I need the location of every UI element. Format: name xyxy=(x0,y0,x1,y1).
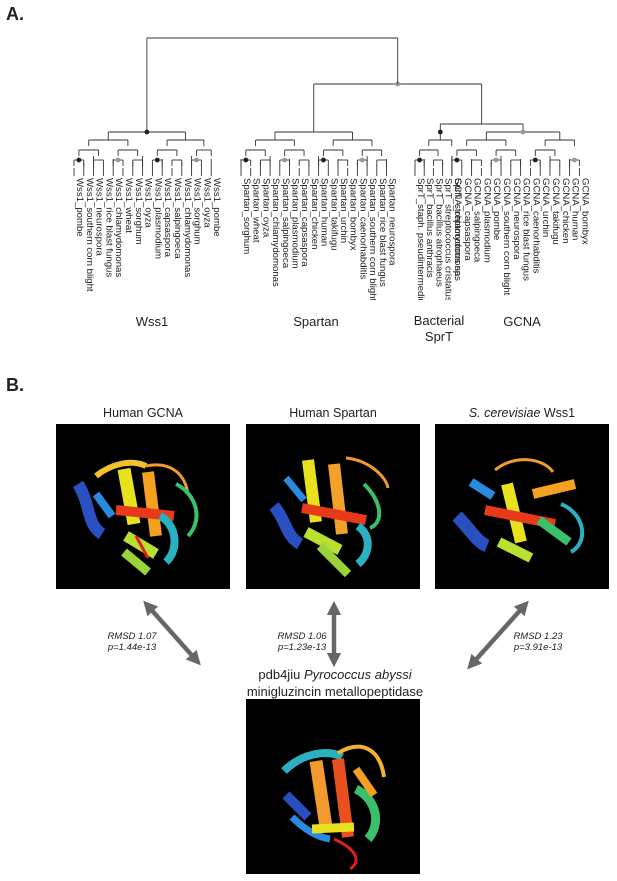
leaf-label-wss1-rice-blast-fungus: Wss1_rice blast fungus xyxy=(103,178,114,277)
leaf-label-sprt-staph-pseudintermedius: SprT_staph. pseudintermedius xyxy=(415,178,426,300)
node-marker-gcna-8 xyxy=(532,157,538,163)
leaf-label-gcna-bombyx: GCNA_bombyx xyxy=(579,178,590,245)
leaf-label-gcna-human: GCNA_human xyxy=(570,178,581,240)
leaf-label-sprt-bacillus-atrophaeus: SprT_bacillus atrophaeus xyxy=(433,178,444,287)
leaf-label-gcna-caenorhabditis: GCNA_caenorhabditis xyxy=(530,178,541,274)
leaf-label-wss1-chlamydomonas: Wss1_chlamydomonas xyxy=(182,178,193,277)
reference-species: Pyrococcus abyssi xyxy=(303,667,412,682)
structure-title-wss1: S. cerevisiae Wss1 xyxy=(435,406,609,420)
leaf-label-wss1-wheat: Wss1_wheat xyxy=(123,178,134,233)
leaf-label-gcna-southern-corn-blight: GCNA_southern corn blight xyxy=(501,178,512,296)
leaf-label-gcna-pombe: GCNA_pombe xyxy=(491,178,502,240)
structure-image-wss1 xyxy=(435,424,609,589)
node-marker-spartan-12 xyxy=(359,157,365,163)
panel-b-label: B. xyxy=(6,375,24,395)
leaf-label-spartan-capsaspora: Spartan_capsaspora xyxy=(299,178,310,267)
structure-title-wss1-species: S. cerevisiae xyxy=(468,406,541,420)
node-marker-sprt-root xyxy=(437,129,443,135)
leaf-label-spartan-wheat: Spartan_wheat xyxy=(251,178,262,243)
reference-pdb-id: pdb4jiu xyxy=(258,667,304,682)
node-marker-wss1-4 xyxy=(115,157,121,163)
leaf-label-wss1-salpingoeca: Wss1_salpingoeca xyxy=(172,178,183,259)
node-marker-wss1-8 xyxy=(154,157,160,163)
leaf-label-sprt-streptococcus-cristatus: SprT_streptococcus cristatus xyxy=(443,178,454,300)
leaf-label-wss1-chlamydomonas: Wss1_chlamydomonas xyxy=(113,178,124,277)
leaf-label-gcna-takifugu: GCNA_takifugu xyxy=(550,178,561,245)
rmsd-wss1-value: RMSD 1.23 xyxy=(513,631,563,642)
leaf-label-spartan-oyza: Spartan_oyza xyxy=(260,178,271,238)
node-marker-gcna-4 xyxy=(493,157,499,163)
leaf-label-wss1-sorghum: Wss1_sorghum xyxy=(133,178,144,245)
leaf-label-spartan-plasmodium: Spartan_plasmodium xyxy=(290,178,301,269)
leaf-label-gcna-rice-blast-fungus: GCNA_rice blast fungus xyxy=(521,178,532,281)
leaf-label-spartan-rice-blast-fungus: Spartan_rice blast fungus xyxy=(377,178,388,287)
node-marker-bacterial-sprt-0 xyxy=(417,157,422,163)
rmsd-spartan-pvalue: p=1.23e-13 xyxy=(277,642,327,653)
leaf-label-gcna-urchin: GCNA_urchin xyxy=(540,178,551,237)
node-marker-gcna-12 xyxy=(572,157,577,163)
leaf-label-spartan-chicken: Spartan_chicken xyxy=(309,178,320,249)
rmsd-wss1-pvalue: p=3.91e-13 xyxy=(513,642,563,653)
structure-image-reference xyxy=(246,699,420,874)
group-label-sprt-line2: SprT xyxy=(424,329,454,344)
leaf-label-spartan-southern-corn-blight: Spartan_southern corn blight xyxy=(367,178,378,300)
leaf-label-spartan-takifugu: Spartan_takifugu xyxy=(328,178,339,251)
structure-title-gcna: Human GCNA xyxy=(103,406,183,420)
leaf-label-spartan-neurospora: Spartan_neurospora xyxy=(387,178,398,266)
panel-a-label: A. xyxy=(6,4,24,24)
leaf-label-spartan-bombyx: Spartan_bombyx xyxy=(348,178,359,251)
leaf-label-spartan-caenorhabditis: Spartan_caenorhabditis xyxy=(357,178,368,280)
leaf-label-wss1-neurospora: Wss1_neurospora xyxy=(94,178,105,257)
group-label-sprt: Bacterial SprT xyxy=(404,313,474,345)
group-label-sprt-line1: Bacterial xyxy=(413,313,465,328)
leaf-label-sprt-bacillus-anthracis: SprT_bacillus anthracis xyxy=(424,178,435,278)
reference-title-line1: pdb4jiu Pyrococcus abyssi xyxy=(200,666,470,683)
structure-title-wss1-name: Wss1 xyxy=(540,406,576,420)
node-marker-spartan-0 xyxy=(243,157,249,163)
rmsd-spartan-value: RMSD 1.06 xyxy=(277,631,327,642)
node-marker-spartan-4 xyxy=(282,157,288,163)
leaf-label-spartan-sorghum: Spartan_sorghum xyxy=(241,178,252,254)
leaf-label-gcna-capsaspora: GCNA_capsaspora xyxy=(462,178,473,261)
leaf-label-gcna-neurospora: GCNA_neurospora xyxy=(511,178,522,260)
leaf-label-wss1-pombe: Wss1_pombe xyxy=(211,178,222,237)
leaf-label-wss1-plasmodium: Wss1_plasmodium xyxy=(152,178,163,259)
rmsd-gcna: RMSD 1.07 p=1.44e-13 xyxy=(92,631,172,653)
reference-title: pdb4jiu Pyrococcus abyssi minigluzincin … xyxy=(200,666,470,700)
reference-title-line2: minigluzincin metallopeptidase xyxy=(246,684,424,699)
leaf-label-gcna-chlamydomonas: GCNA_chlamydomonas xyxy=(452,178,463,281)
leaf-label-spartan-salpingoeca: Spartan_salpingoeca xyxy=(280,178,291,269)
leaf-label-gcna-chicken: GCNA_chicken xyxy=(560,178,571,244)
structure-image-gcna xyxy=(56,424,230,589)
rmsd-wss1: RMSD 1.23 p=3.91e-13 xyxy=(498,631,578,653)
group-label-wss1: Wss1 xyxy=(135,314,169,329)
leaf-label-wss1-sorghum: Wss1_sorghum xyxy=(192,178,203,245)
leaf-label-wss1-capsaspora: Wss1_capsaspora xyxy=(162,178,173,258)
group-label-gcna: GCNA xyxy=(503,314,541,329)
rmsd-gcna-value: RMSD 1.07 xyxy=(107,631,157,642)
rmsd-spartan: RMSD 1.06 p=1.23e-13 xyxy=(272,631,332,653)
leaf-label-wss1-oyza: Wss1_oyza xyxy=(201,178,212,228)
rmsd-gcna-pvalue: p=1.44e-13 xyxy=(107,642,157,653)
leaf-label-gcna-salpingoeca: GCNA_salpingoeca xyxy=(472,178,483,263)
node-marker-spartan-8 xyxy=(321,157,326,163)
node-marker-wss1-0 xyxy=(76,157,82,163)
node-marker-gcna-root xyxy=(520,129,526,135)
node-marker-gcna-0 xyxy=(454,157,460,163)
node-marker-wss1-12 xyxy=(194,157,199,163)
leaf-label-spartan-human: Spartan_human xyxy=(319,178,330,246)
leaf-label-wss1-southern-corn-blight: Wss1_southern corn blight xyxy=(84,178,95,292)
leaf-label-spartan-chlamydomonas: Spartan_chlamydomonas xyxy=(270,178,281,287)
leaf-label-spartan-urchin: Spartan_urchin xyxy=(338,178,349,243)
leaf-label-gcna-plasmodium: GCNA_plasmodium xyxy=(481,178,492,263)
group-label-spartan: Spartan xyxy=(293,314,339,329)
leaf-label-sprt-streptococcus-sp: SprT_streptococcus sp. xyxy=(452,178,463,279)
leaf-label-wss1-oyza: Wss1_oyza xyxy=(143,178,154,228)
structure-title-spartan: Human Spartan xyxy=(289,406,377,420)
leaf-label-wss1-pombe: Wss1_pombe xyxy=(74,178,85,237)
structure-image-spartan xyxy=(246,424,420,589)
